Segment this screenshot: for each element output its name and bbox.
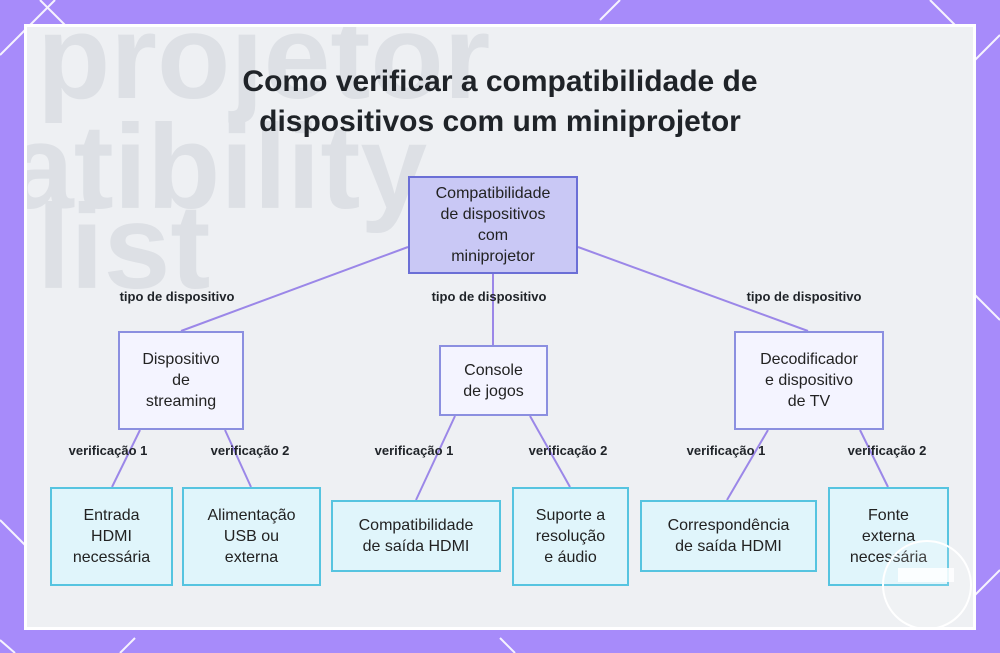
edge-label-tipo-2: tipo de dispositivo — [431, 289, 547, 304]
leaf-decoder-hdmi: Correspondência de saída HDMI — [640, 500, 817, 572]
leaf-line: de saída HDMI — [675, 538, 782, 555]
edge-label-verificacao-2: verificação 2 — [847, 443, 927, 458]
edge-decoder-leaf1 — [726, 429, 769, 501]
edge-label-verificacao-1: verificação 1 — [374, 443, 454, 458]
leaf-line: Compatibilidade — [358, 517, 474, 534]
edge-label-tipo-3: tipo de dispositivo — [746, 289, 862, 304]
background-watermark-text: list — [37, 180, 211, 314]
root-node-line: Compatibilidade — [435, 185, 551, 202]
background-watermark-text: projetor — [37, 24, 491, 124]
leaf-line: externa — [861, 528, 916, 545]
leaf-line: Suporte a — [535, 507, 606, 524]
watermark-badge-icon — [882, 540, 972, 630]
root-node-line: com — [477, 227, 509, 244]
edge-label-verificacao-2: verificação 2 — [210, 443, 290, 458]
leaf-line: HDMI — [91, 528, 132, 545]
edge-label-verificacao-2: verificação 2 — [528, 443, 608, 458]
leaf-streaming-power: Alimentação USB ou externa — [182, 487, 321, 586]
root-node-line: de dispositivos — [440, 206, 546, 223]
edge-label-tipo-1: tipo de dispositivo — [119, 289, 235, 304]
category-line: Decodificador — [760, 351, 858, 368]
diagram-title: Como verificar a compatibilidade de disp… — [0, 62, 1000, 142]
edge-streaming-leaf2 — [224, 429, 252, 488]
category-decoder: Decodificador e dispositivo de TV — [734, 331, 884, 430]
edge-root-streaming — [180, 246, 409, 332]
leaf-line: externa — [224, 549, 279, 566]
edge-root-decoder — [577, 246, 809, 332]
category-line: de jogos — [463, 382, 524, 400]
leaf-line: Correspondência — [667, 517, 790, 534]
leaf-line: Fonte — [868, 507, 909, 524]
background-watermark-text: atibility — [24, 100, 428, 234]
leaf-line: necessária — [72, 549, 151, 566]
category-line: e dispositivo — [764, 372, 854, 389]
edge-decoder-leaf2 — [859, 429, 889, 488]
edge-label-verificacao-1: verificação 1 — [68, 443, 148, 458]
edge-streaming-leaf1 — [111, 429, 141, 488]
leaf-line: Alimentação — [207, 507, 296, 524]
category-line: Dispositivo — [142, 351, 220, 368]
title-line-2: dispositivos com um miniprojetor — [259, 105, 741, 138]
category-line: de — [172, 372, 190, 389]
leaf-line: USB ou — [223, 528, 280, 545]
leaf-console-hdmi: Compatibilidade de saída HDMI — [331, 500, 501, 572]
leaf-line: Entrada — [83, 507, 140, 524]
leaf-line: e áudio — [544, 549, 597, 566]
category-line: Console — [464, 361, 523, 379]
edge-console-leaf1 — [415, 415, 456, 501]
edge-console-leaf2 — [529, 415, 571, 488]
leaf-line: resolução — [535, 528, 606, 545]
leaf-line: de saída HDMI — [362, 538, 470, 555]
leaf-streaming-hdmi: Entrada HDMI necessária — [50, 487, 173, 586]
category-streaming: Dispositivo de streaming — [118, 331, 244, 430]
category-line: streaming — [145, 393, 217, 410]
title-line-1: Como verificar a compatibilidade de — [242, 65, 758, 98]
edge-label-verificacao-1: verificação 1 — [686, 443, 766, 458]
watermark-badge-bar — [898, 568, 954, 582]
leaf-console-resolution: Suporte a resolução e áudio — [512, 487, 629, 586]
category-console: Console de jogos — [439, 345, 548, 416]
root-node: Compatibilidade de dispositivos com mini… — [408, 176, 578, 274]
root-node-line: miniprojetor — [451, 248, 535, 265]
category-line: de TV — [787, 393, 831, 410]
